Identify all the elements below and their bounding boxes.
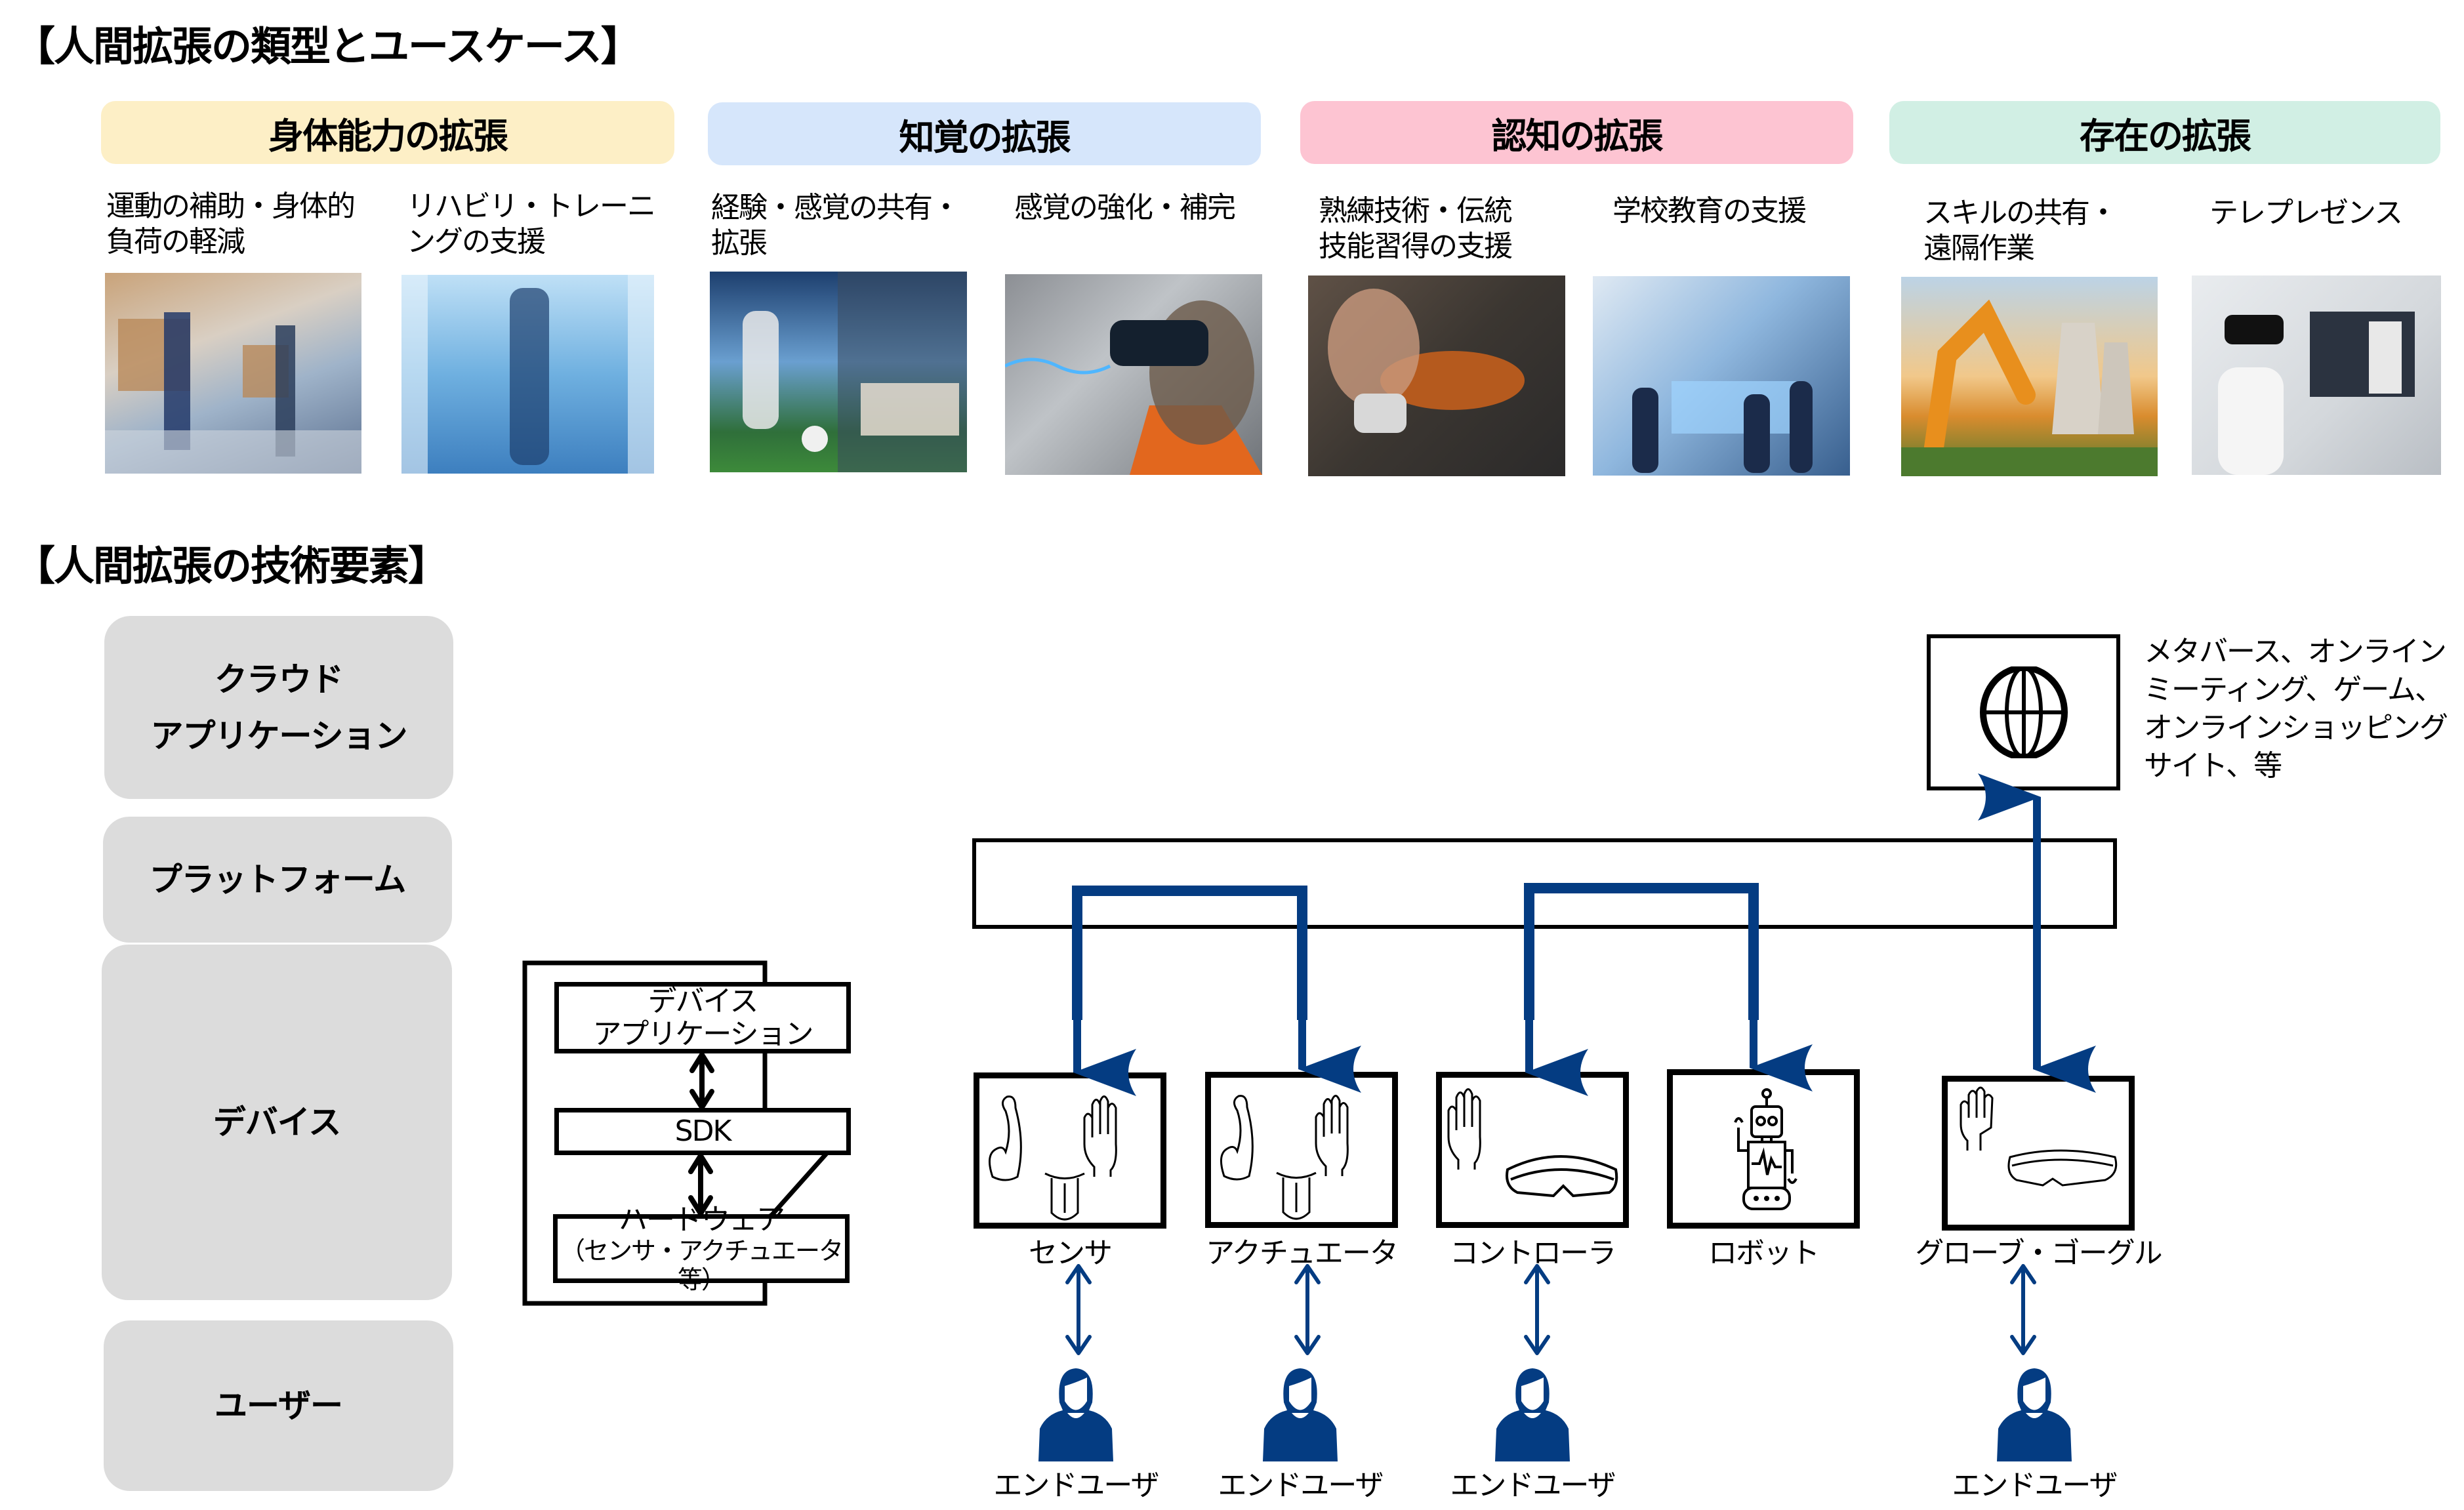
layer-label-line: アプリケーション bbox=[150, 716, 408, 755]
note-line: オンラインショッピング bbox=[2144, 711, 2448, 745]
end-user-icon bbox=[1038, 1368, 1113, 1461]
end-user-icon bbox=[1263, 1368, 1338, 1461]
device-box-robot bbox=[1667, 1069, 1860, 1229]
device-box-sensor bbox=[974, 1072, 1166, 1229]
exoskeleton-warehouse-workers-photo bbox=[105, 273, 361, 474]
hand-icon bbox=[1083, 1095, 1117, 1177]
usecase-label-line: スキルの共有・ bbox=[1923, 196, 2118, 230]
vr-headset-sensory-photo bbox=[1005, 274, 1262, 475]
user-label: エンドユーザ bbox=[1450, 1469, 1616, 1502]
device-label-glove-goggle: グローブ・ゴーグル bbox=[1915, 1236, 2162, 1270]
soccer-vr-experience-photo bbox=[710, 272, 967, 472]
muscle-arm-icon bbox=[989, 1095, 1022, 1181]
stack-label-line: デバイス bbox=[647, 984, 759, 1018]
platform-bar bbox=[972, 838, 2117, 929]
usecase-label-line: 運動の補助・身体的 bbox=[106, 190, 356, 223]
usecase-label: リハビリ・トレーニ ングの支援 bbox=[407, 189, 669, 260]
use-case-section-title: 【人間拡張の類型とユースケース】 bbox=[14, 22, 642, 70]
tongue-icon bbox=[1276, 1172, 1317, 1220]
stack-label-line: ハードウェア bbox=[619, 1202, 785, 1236]
layer-cloud-application: クラウド アプリケーション bbox=[104, 616, 453, 799]
device-application-box: デバイス アプリケーション bbox=[554, 982, 851, 1053]
category-header-cognition: 認知の拡張 bbox=[1300, 101, 1853, 164]
globe-icon bbox=[1979, 666, 2068, 758]
usecase-label-line: 負荷の軽減 bbox=[106, 225, 245, 258]
usecase-label-line: 経験・感覚の共有・ bbox=[711, 191, 960, 224]
usecase-label: スキルの共有・ 遠隔作業 bbox=[1923, 195, 2186, 266]
usecase-label: 学校教育の支援 bbox=[1612, 194, 1875, 229]
device-box-glove-goggle bbox=[1942, 1076, 2135, 1231]
cloud-app-examples: メタバース、オンライン ミーティング、ゲーム、 オンラインショッピング サイト、… bbox=[2144, 633, 2459, 785]
sdk-box: SDK bbox=[554, 1108, 851, 1155]
violin-robotic-glove-photo bbox=[1308, 275, 1565, 476]
note-line: メタバース、オンライン bbox=[2144, 635, 2447, 668]
layer-label-line: クラウド bbox=[215, 660, 344, 699]
usecase-label-line: テレプレゼンス bbox=[2209, 196, 2403, 230]
usecase-label-line: 熟練技術・伝統 bbox=[1319, 194, 1513, 228]
note-line: ミーティング、ゲーム、 bbox=[2144, 673, 2444, 706]
usecase-label-line: 拡張 bbox=[711, 226, 768, 260]
usecase-label-line: ングの支援 bbox=[407, 225, 546, 258]
category-header-physical: 身体能力の拡張 bbox=[101, 101, 674, 164]
category-header-presence: 存在の拡張 bbox=[1889, 101, 2440, 164]
end-user-icon bbox=[1997, 1368, 2072, 1461]
holographic-classroom-photo bbox=[1593, 276, 1850, 476]
layer-label-line: デバイス bbox=[213, 1103, 341, 1141]
user-label: エンドユーザ bbox=[1952, 1469, 2118, 1502]
end-user-icon bbox=[1495, 1368, 1570, 1461]
hardware-box: ハードウェア （センサ・アクチュエータ等） bbox=[553, 1203, 850, 1294]
robot-arm-power-plant-photo bbox=[1901, 277, 2158, 476]
user-label: エンドユーザ bbox=[1218, 1469, 1384, 1502]
usecase-label: 熟練技術・伝統 技能習得の支援 bbox=[1319, 194, 1581, 264]
device-label-actuator: アクチュエータ bbox=[1206, 1236, 1399, 1270]
usecase-label: 運動の補助・身体的 負荷の軽減 bbox=[106, 189, 369, 260]
usecase-label-line: 感覚の強化・補完 bbox=[1014, 191, 1236, 224]
tech-section-title: 【人間拡張の技術要素】 bbox=[14, 542, 449, 590]
stack-arrow-app-sdk bbox=[689, 1052, 714, 1110]
hand-icon bbox=[1960, 1086, 1994, 1151]
layer-user: ユーザー bbox=[104, 1320, 453, 1491]
hand-icon bbox=[1447, 1088, 1481, 1170]
usecase-label: 経験・感覚の共有・ 拡張 bbox=[711, 190, 987, 261]
device-label-controller: コントローラ bbox=[1450, 1236, 1616, 1270]
tongue-icon bbox=[1044, 1172, 1085, 1221]
stack-label-line: SDK bbox=[674, 1114, 732, 1148]
stack-label-line: アプリケーション bbox=[592, 1017, 813, 1051]
layer-device: デバイス bbox=[102, 945, 452, 1300]
user-label: エンドユーザ bbox=[993, 1469, 1159, 1502]
user-device-arrow bbox=[1294, 1264, 1321, 1355]
usecase-label: テレプレゼンス bbox=[2209, 195, 2464, 231]
robot-icon bbox=[1734, 1088, 1797, 1210]
category-header-perception: 知覚の拡張 bbox=[708, 102, 1261, 165]
layer-label-line: プラットフォーム bbox=[149, 861, 406, 899]
usecase-label-line: リハビリ・トレーニ bbox=[407, 190, 656, 223]
user-device-arrow bbox=[1065, 1264, 1092, 1355]
rehabilitation-exoskeleton-walk-photo bbox=[401, 275, 654, 474]
usecase-label-line: 学校教育の支援 bbox=[1612, 194, 1807, 228]
device-label-sensor: センサ bbox=[1029, 1236, 1113, 1270]
layer-platform: プラットフォーム bbox=[103, 817, 452, 943]
vr-telepresence-robot-photo bbox=[2192, 275, 2441, 475]
usecase-label-line: 遠隔作業 bbox=[1923, 232, 2035, 265]
stack-label-line: （センサ・アクチュエータ等） bbox=[560, 1236, 844, 1294]
usecase-label: 感覚の強化・補完 bbox=[1014, 190, 1290, 226]
device-box-actuator bbox=[1205, 1072, 1398, 1228]
note-line: サイト、等 bbox=[2144, 749, 2282, 783]
goggles-icon bbox=[1506, 1155, 1618, 1198]
layer-label-line: ユーザー bbox=[215, 1387, 343, 1425]
hand-icon bbox=[1315, 1095, 1349, 1176]
muscle-arm-icon bbox=[1220, 1095, 1254, 1181]
cloud-app-box bbox=[1927, 634, 2120, 790]
device-label-robot: ロボット bbox=[1708, 1236, 1820, 1270]
device-box-controller bbox=[1436, 1072, 1629, 1228]
user-device-arrow bbox=[1524, 1264, 1550, 1355]
usecase-label-line: 技能習得の支援 bbox=[1319, 230, 1513, 263]
goggles-icon bbox=[2007, 1149, 2118, 1187]
